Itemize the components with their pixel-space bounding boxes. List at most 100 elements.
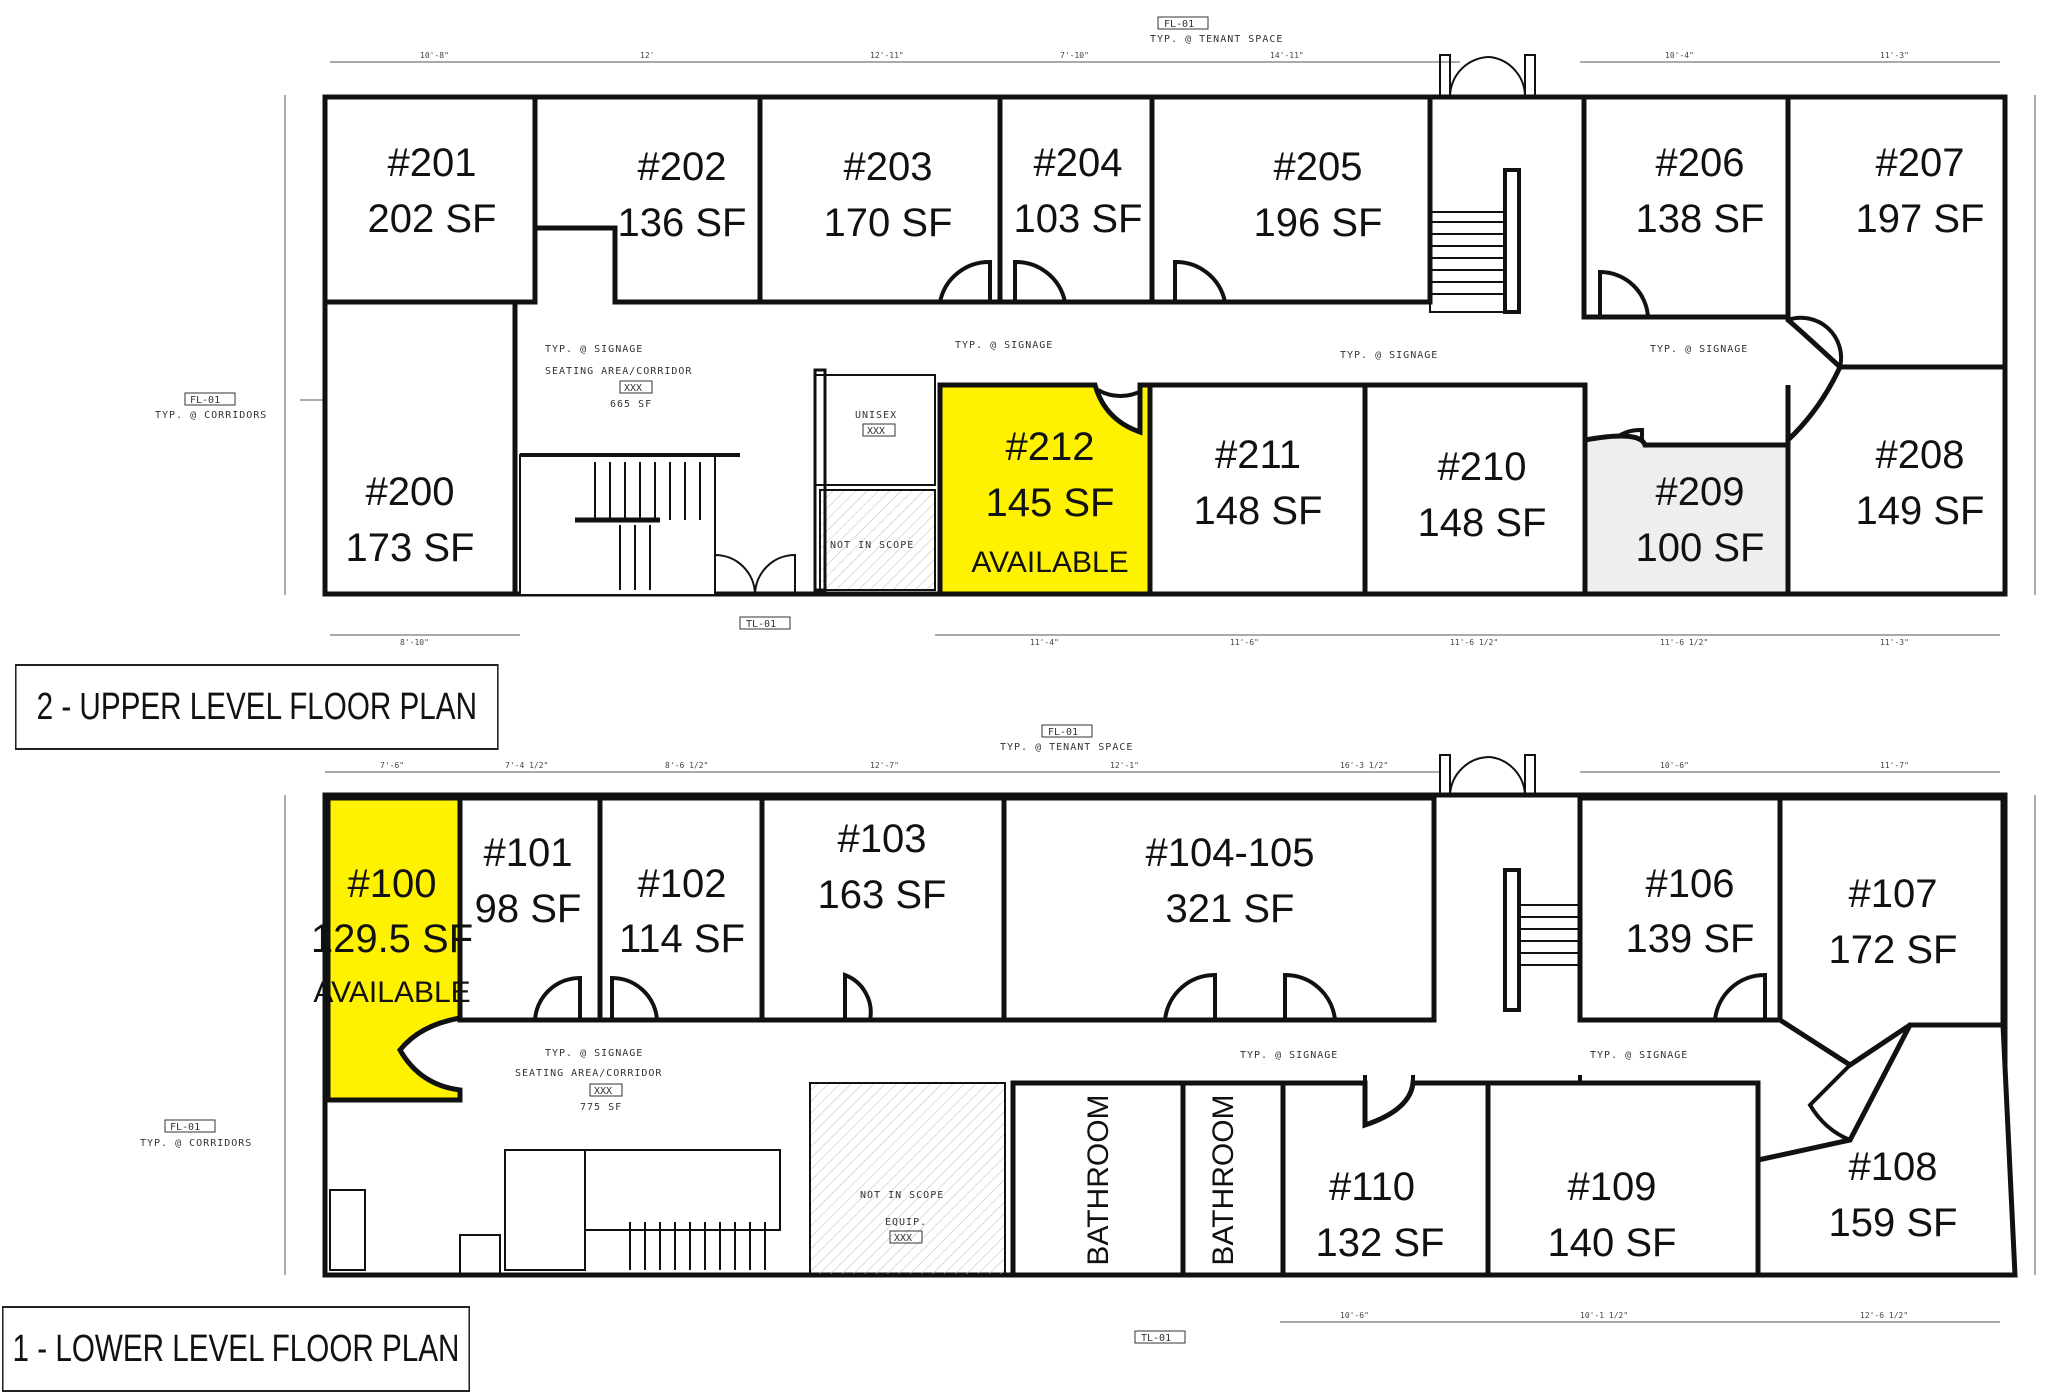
upper-signage-note-1: TYP. @ SIGNAGE — [545, 344, 643, 355]
room-106-shape — [1577, 795, 1783, 1023]
svg-text:16'-3 1/2": 16'-3 1/2" — [1340, 761, 1388, 770]
upper-level-plan: 10'-8"12'12'-11" 7'-10"14'-11"10'-4"11'-… — [155, 16, 2036, 647]
room-205-shape — [1149, 94, 1433, 305]
room-212-number: #212 — [1006, 425, 1095, 469]
room-206-sf: 138 SF — [1636, 197, 1765, 241]
lower-annotations: FL-01 TYP. @ TENANT SPACE FL-01 TYP. @ C… — [140, 724, 1688, 1344]
room-110-number: #110 — [1329, 1165, 1415, 1209]
room-211-shape — [1147, 382, 1368, 597]
room-104-105-sf: 321 SF — [1166, 887, 1295, 931]
lower-corridors-note: TYP. @ CORRIDORS — [140, 1138, 252, 1149]
room-102-number: #102 — [638, 862, 727, 906]
upper-room-labels: #201 202 SF #202 136 SF #203 170 SF #204… — [346, 141, 1985, 579]
room-208-number: #208 — [1876, 433, 1965, 477]
upper-fl-tag-top: FL-01 — [1164, 19, 1194, 30]
svg-text:10'-6": 10'-6" — [1660, 761, 1689, 770]
room-209-number: #209 — [1656, 470, 1745, 514]
upper-stair-left — [520, 453, 740, 590]
room-207-number: #207 — [1876, 141, 1965, 185]
room-206-number: #206 — [1656, 141, 1745, 185]
upper-signage-note-3: TYP. @ SIGNAGE — [1340, 350, 1438, 361]
lower-not-in-scope-label: NOT IN SCOPE — [860, 1190, 944, 1201]
svg-text:10'-8": 10'-8" — [420, 51, 449, 60]
upper-level-title: 2 - UPPER LEVEL FLOOR PLAN — [15, 664, 499, 750]
room-107-number: #107 — [1849, 872, 1938, 916]
room-202-sf: 136 SF — [618, 201, 747, 245]
room-109-sf: 140 SF — [1548, 1221, 1677, 1265]
svg-text:11'-6 1/2": 11'-6 1/2" — [1660, 638, 1708, 647]
room-205-sf: 196 SF — [1254, 201, 1383, 245]
room-100-status: AVAILABLE — [313, 976, 470, 1009]
upper-corridors-note: TYP. @ CORRIDORS — [155, 410, 267, 421]
upper-level-title-text: 2 - UPPER LEVEL FLOOR PLAN — [36, 685, 477, 728]
room-101-sf: 98 SF — [475, 887, 582, 931]
svg-text:10'-4": 10'-4" — [1665, 51, 1694, 60]
lower-fl-tag-top: FL-01 — [1048, 727, 1078, 738]
lower-level-title-text: 1 - LOWER LEVEL FLOOR PLAN — [12, 1327, 460, 1370]
room-200-number: #200 — [366, 470, 455, 514]
upper-seating-sf: 665 SF — [610, 399, 652, 410]
svg-text:12'-7": 12'-7" — [870, 761, 899, 770]
lower-equip-label: EQUIP. — [885, 1217, 927, 1228]
room-201-number: #201 — [388, 141, 477, 185]
room-203-sf: 170 SF — [824, 201, 953, 245]
upper-not-in-scope-label: NOT IN SCOPE — [830, 540, 914, 551]
lower-signage-note-3: TYP. @ SIGNAGE — [1590, 1050, 1688, 1061]
svg-text:14'-11": 14'-11" — [1270, 51, 1304, 60]
upper-unisex-xxx: XXX — [867, 426, 885, 437]
room-210-sf: 148 SF — [1418, 501, 1547, 545]
room-103-number: #103 — [838, 817, 927, 861]
lower-equip-xxx: XXX — [894, 1233, 912, 1244]
upper-tl-tag: TL-01 — [746, 619, 776, 630]
svg-text:12'-11": 12'-11" — [870, 51, 904, 60]
room-203-shape — [757, 94, 1003, 305]
bathroom-1-label: BATHROOM — [1082, 1094, 1115, 1265]
upper-unisex-label: UNISEX — [855, 410, 897, 421]
room-109-number: #109 — [1568, 1165, 1657, 1209]
bathroom-2-label: BATHROOM — [1207, 1094, 1240, 1265]
lower-tenant-space-note: TYP. @ TENANT SPACE — [1000, 742, 1133, 753]
room-103-sf: 163 SF — [818, 873, 947, 917]
upper-seating-label: SEATING AREA/CORRIDOR — [545, 366, 692, 377]
upper-fl-tag-left: FL-01 — [190, 395, 220, 406]
room-200-stair — [519, 454, 716, 596]
room-211-number: #211 — [1215, 433, 1301, 477]
lower-room-labels: #100 129.5 SF AVAILABLE #101 98 SF #102 … — [311, 817, 1958, 1266]
room-106-number: #106 — [1646, 862, 1735, 906]
svg-text:11'-7": 11'-7" — [1880, 761, 1909, 770]
upper-signage-note-4: TYP. @ SIGNAGE — [1650, 344, 1748, 355]
upper-not-in-scope — [819, 489, 936, 591]
room-204-number: #204 — [1034, 141, 1123, 185]
room-104-105-number: #104-105 — [1145, 831, 1314, 875]
room-205-number: #205 — [1274, 145, 1363, 189]
room-203-number: #203 — [844, 145, 933, 189]
lower-not-in-scope — [809, 1082, 1006, 1276]
room-108-number: #108 — [1849, 1145, 1938, 1189]
lower-stair-left — [329, 1149, 781, 1276]
lower-seating-xxx: XXX — [594, 1086, 612, 1097]
room-210-number: #210 — [1438, 445, 1527, 489]
lower-door-swings — [533, 972, 1852, 1183]
lower-level-title: 1 - LOWER LEVEL FLOOR PLAN — [2, 1306, 470, 1392]
lower-seating-label: SEATING AREA/CORRIDOR — [515, 1068, 662, 1079]
room-107-sf: 172 SF — [1829, 928, 1958, 972]
room-101-shape — [457, 795, 603, 1023]
svg-text:11'-3": 11'-3" — [1880, 51, 1909, 60]
room-108-sf: 159 SF — [1829, 1201, 1958, 1245]
room-202-shape — [532, 94, 763, 305]
room-200-shape — [322, 299, 518, 597]
lower-fl-tag-left: FL-01 — [170, 1122, 200, 1133]
lower-seating-sf: 775 SF — [580, 1102, 622, 1113]
svg-text:7'-10": 7'-10" — [1060, 51, 1089, 60]
room-208-shape — [1785, 364, 2008, 597]
upper-stair-top — [1429, 168, 1521, 314]
room-102-shape — [597, 795, 765, 1023]
bathroom-1-shape — [1010, 1080, 1186, 1278]
lower-dimension-text: 7'-6"7'-4 1/2"8'-6 1/2" 12'-7"12'-1"16'-… — [380, 761, 1909, 1320]
svg-text:10'-6": 10'-6" — [1340, 1311, 1369, 1320]
room-202-number: #202 — [638, 145, 727, 189]
upper-entry-doors — [714, 54, 1536, 595]
svg-text:12'-6 1/2": 12'-6 1/2" — [1860, 1311, 1908, 1320]
room-109-shape — [1485, 1080, 1761, 1278]
